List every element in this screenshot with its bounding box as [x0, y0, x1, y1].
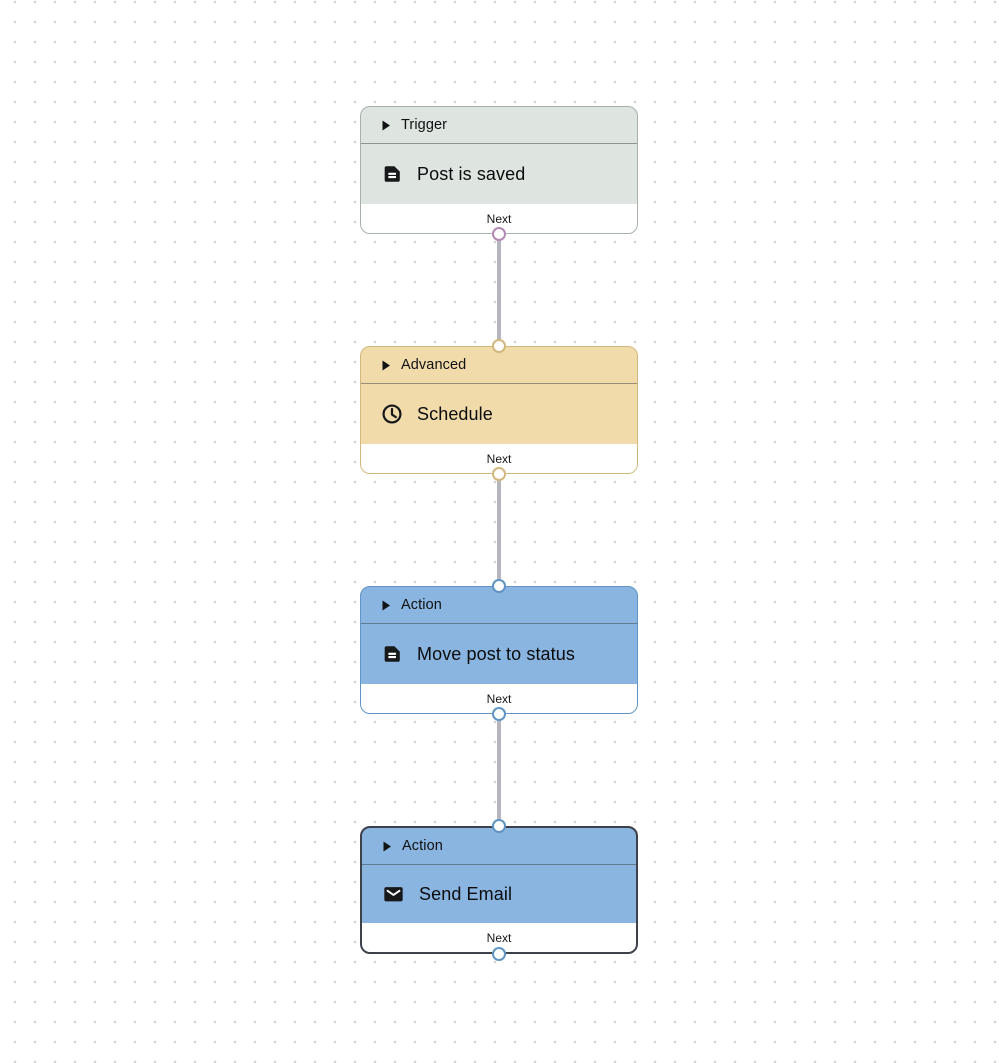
node-body: Schedule [361, 384, 637, 444]
caret-right-icon[interactable] [382, 841, 392, 852]
node-category-label: Advanced [401, 357, 467, 373]
node-title: Post is saved [417, 163, 526, 184]
next-label: Next [486, 211, 512, 226]
input-handle-action2[interactable] [492, 819, 506, 833]
node-title: Move post to status [417, 643, 575, 664]
node-title: Schedule [417, 403, 493, 424]
node-title: Send Email [419, 883, 513, 904]
node-category-label: Trigger [401, 117, 448, 133]
caret-right-icon[interactable] [381, 360, 391, 371]
caret-right-icon[interactable] [381, 600, 391, 611]
node-action-move-post-to-status[interactable]: Action Move post to status Next [360, 586, 638, 714]
node-header[interactable]: Advanced [361, 347, 637, 384]
input-handle-advanced[interactable] [492, 339, 506, 353]
edge-advanced-to-action1 [497, 474, 501, 586]
next-label: Next [486, 930, 512, 945]
node-action-send-email[interactable]: Action Send Email Next [360, 826, 638, 954]
node-advanced-schedule[interactable]: Advanced Schedule Next [360, 346, 638, 474]
document-icon [381, 163, 403, 185]
node-header[interactable]: Action [362, 828, 636, 865]
output-handle-action2[interactable] [492, 947, 506, 961]
edge-trigger-to-advanced [497, 234, 501, 346]
email-icon [382, 883, 405, 905]
caret-right-icon[interactable] [381, 120, 391, 131]
output-handle-advanced[interactable] [492, 467, 506, 481]
input-handle-action1[interactable] [492, 579, 506, 593]
output-handle-trigger[interactable] [492, 227, 506, 241]
next-label: Next [486, 691, 512, 706]
node-body: Send Email [362, 865, 636, 923]
clock-icon [381, 403, 403, 425]
node-body: Move post to status [361, 624, 637, 684]
document-icon [381, 643, 403, 665]
edge-action1-to-action2 [497, 714, 501, 826]
node-category-label: Action [402, 838, 443, 854]
node-header[interactable]: Action [361, 587, 637, 624]
node-body: Post is saved [361, 144, 637, 204]
node-header[interactable]: Trigger [361, 107, 637, 144]
output-handle-action1[interactable] [492, 707, 506, 721]
node-category-label: Action [401, 597, 442, 613]
node-trigger-post-is-saved[interactable]: Trigger Post is saved Next [360, 106, 638, 234]
next-label: Next [486, 451, 512, 466]
